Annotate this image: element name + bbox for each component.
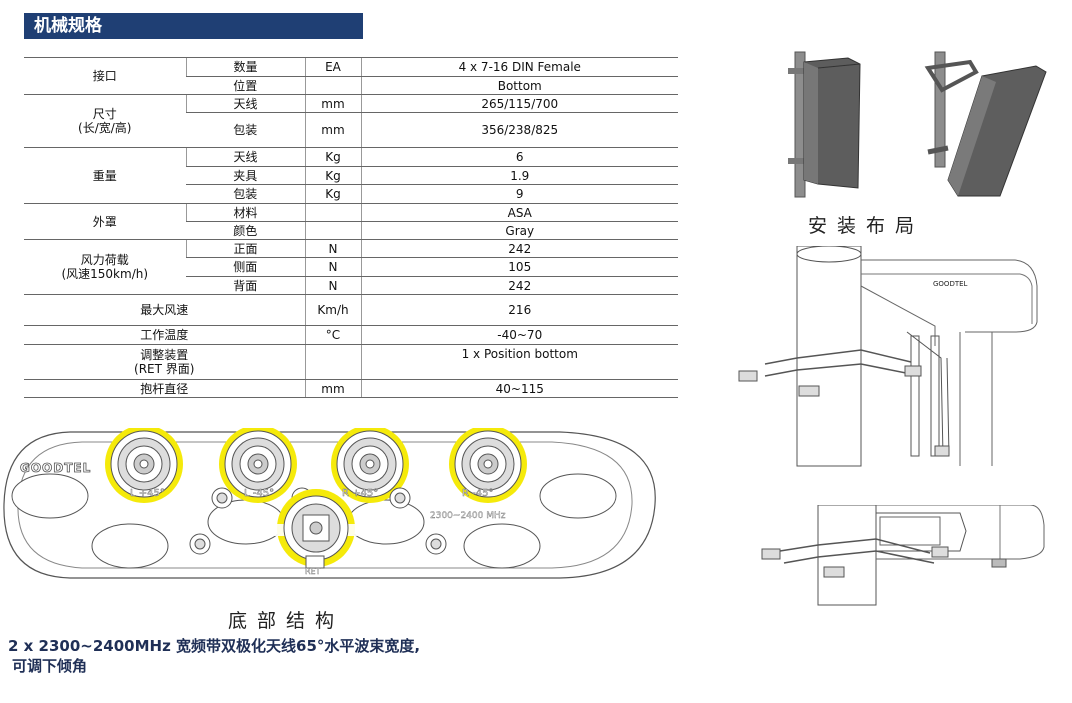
row-label-line: 风力荷载 [80,253,129,267]
bottom-caption: 底部结构 [228,610,345,632]
unit: Kg [304,147,361,167]
unit: mm [304,379,361,398]
unit: °C [304,325,361,345]
value: 40~115 [360,379,678,398]
unit: N [304,239,361,258]
value: ASA [360,203,678,222]
unit [304,203,361,222]
value: 242 [360,276,678,295]
value: 216 [360,294,678,326]
unit [304,76,361,95]
antenna-tilted-image [924,51,1047,197]
value: Gray [360,221,678,240]
unit [304,221,361,240]
sub-label: 背面 [186,276,305,295]
table-row: 尺寸(长/宽/高) 天线 mm 265/115/700 [24,94,678,148]
row-label: 外罩 [24,203,186,240]
unit: mm [304,112,361,148]
unit: N [304,257,361,277]
ret-label: RET [305,567,321,576]
value: 356/238/825 [360,112,678,148]
table-row: 重量 天线 Kg 6 [24,147,678,204]
table-row: 风力荷载(风速150km/h) 正面 N 242 [24,239,678,295]
bottom-view-drawing: GOODTEL L +45° L -45° R +45° R -45° 2300… [3,428,656,579]
port-label: L -45° [244,488,274,499]
band-label: 2300~2400 MHz [430,511,506,521]
install-caption: 安装布局 [808,215,925,237]
value: Bottom [360,76,678,95]
value: 242 [360,239,678,258]
row-label: 接口 [24,57,186,95]
sub-label: 颜色 [186,221,305,240]
port-label: R +45° [342,488,378,499]
table-row: 最大风速 Km/h 216 [24,294,678,326]
row-label: 调整装置(RET 界面) [24,344,305,380]
sub-label: 材料 [185,203,305,222]
row-label: 最大风速 [24,294,305,326]
value: 105 [360,257,678,277]
sub-label: 夹具 [186,166,305,185]
spec-table: 接口 数量 EA 4 x 7-16 DIN Female 位置 Bottom 尺… [24,57,678,398]
sub-label: 包装 [186,184,305,204]
unit: N [304,276,361,295]
sub-label: 天线 [185,147,305,167]
unit: Kg [304,166,361,185]
sub-label: 数量 [185,57,305,77]
unit: EA [304,57,361,77]
row-label-line: (RET 界面) [134,362,195,376]
footer-description: 2 x 2300~2400MHz 宽频带双极化天线65°水平波束宽度, 可调下倾… [8,636,420,676]
value: 6 [360,147,678,167]
row-label-line: (长/宽/高) [78,121,132,135]
install-brand: GOODTEL [933,280,968,288]
row-label-line: (风速150km/h) [61,267,149,281]
unit: Km/h [304,294,361,326]
row-label-line: 尺寸 [92,107,117,121]
value: -40~70 [360,325,678,345]
value: 4 x 7-16 DIN Female [360,57,678,77]
table-row: 包装 mm 356/238/825 [24,112,678,148]
footer-line-2: 可调下倾角 [12,657,88,675]
table-row: 颜色 Gray [24,221,678,240]
table-row: 调整装置(RET 界面) 1 x Position bottom [24,344,678,380]
unit: mm [304,94,361,113]
antenna-straight-image [788,51,861,198]
value: 1.9 [360,166,678,185]
bottom-brand: GOODTEL [20,461,91,475]
row-label: 抱杆直径 [24,379,305,398]
sub-label: 包装 [186,112,305,148]
footer-line-1: 2 x 2300~2400MHz 宽频带双极化天线65°水平波束宽度, [8,637,421,655]
sub-label: 侧面 [186,257,305,277]
row-label: 尺寸(长/宽/高) [24,94,186,148]
value: 265/115/700 [360,94,678,113]
row-label-line: 调整装置 [140,348,189,362]
value: 9 [360,184,678,204]
sub-label: 正面 [185,239,305,258]
value: 1 x Position bottom [360,344,678,380]
section-title: 机械规格 [24,13,363,39]
install-drawing-bottom [761,505,1045,606]
port-label: L +45° [130,488,165,499]
table-row: 抱杆直径 mm 40~115 [24,379,678,398]
port-label: R -45° [462,488,493,499]
install-drawing-top: GOODTEL [738,246,1038,467]
sub-label: 位置 [186,76,305,95]
sub-label: 天线 [185,94,305,113]
table-row: 接口 数量 EA 4 x 7-16 DIN Female [24,57,678,95]
table-row: 工作温度 °C -40~70 [24,325,678,345]
row-label: 工作温度 [24,325,305,345]
row-label: 重量 [24,147,186,204]
unit [304,344,361,380]
unit: Kg [304,184,361,204]
table-row: 外罩 材料 ASA [24,203,678,240]
table-row: 位置 Bottom [24,76,678,95]
row-label: 风力荷载(风速150km/h) [24,239,186,295]
